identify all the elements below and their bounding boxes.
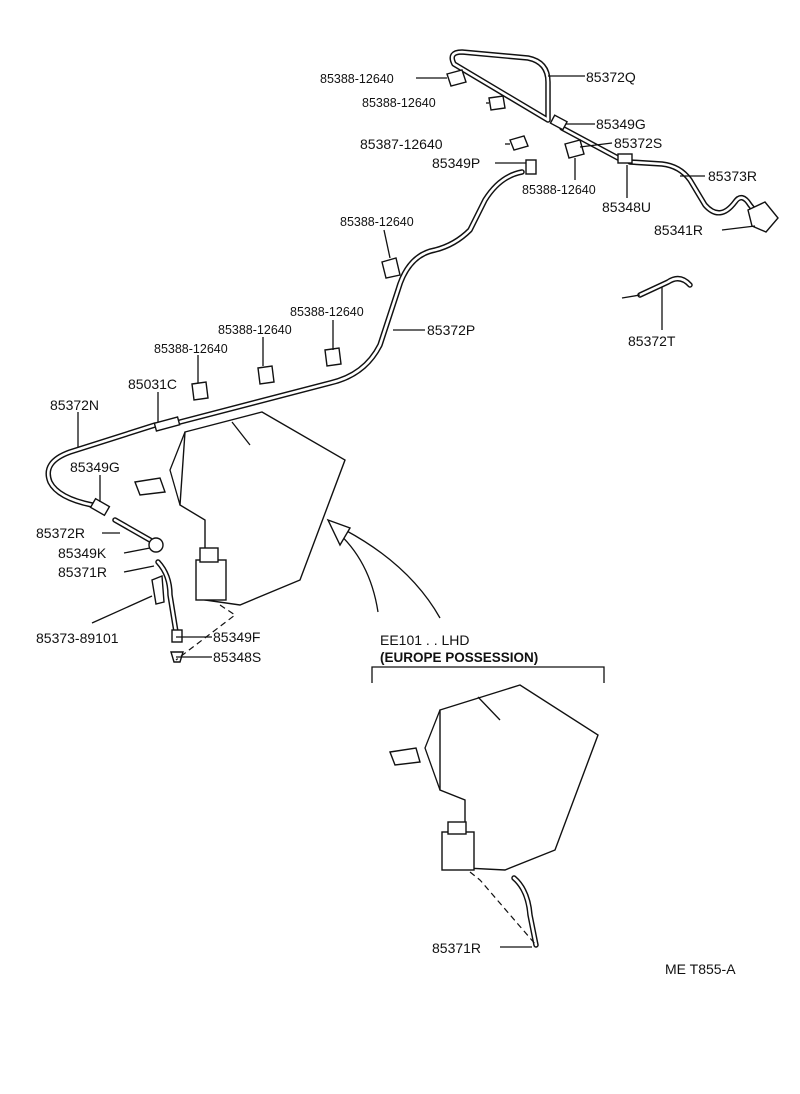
label-clip-3: 85388-12640 (522, 183, 596, 197)
label-85372R: 85372R (36, 525, 85, 541)
hose-85373R (627, 159, 761, 218)
label-85348S: 85348S (213, 649, 261, 665)
hose-85371R (155, 559, 179, 635)
variant-bracket (371, 666, 605, 683)
label-variant-model: EE101 . . LHD (380, 632, 470, 648)
label-85372N: 85372N (50, 397, 99, 413)
hose-85372P (177, 169, 525, 425)
joint-85349K (148, 537, 164, 553)
clip-85388-center (564, 139, 585, 159)
label-85349K: 85349K (58, 545, 107, 561)
joint-85349F (171, 629, 183, 643)
label-85372P: 85372P (427, 322, 475, 338)
label-85341R: 85341R (654, 222, 703, 238)
label-85371R: 85371R (58, 564, 107, 580)
clip-85387 (509, 135, 529, 151)
label-85372Q: 85372Q (586, 69, 636, 85)
hose-85372S (559, 125, 621, 161)
joint-85349G-left (89, 497, 111, 517)
bracket-85373-89101 (151, 574, 165, 605)
clip-85388-left-2 (257, 365, 275, 385)
hose-85371R-variant (511, 875, 539, 948)
detail-arrow (326, 518, 441, 619)
label-85373-89101: 85373-89101 (36, 630, 119, 646)
leader-lines (77, 75, 756, 948)
joint-85349P (525, 159, 537, 175)
label-clip-2: 85388-12640 (362, 96, 436, 110)
drawing-code: ME T855-A (665, 961, 736, 977)
label-85349G-left: 85349G (70, 459, 120, 475)
label-clip-1: 85388-12640 (320, 72, 394, 86)
nozzle-85341R (747, 201, 779, 233)
label-85031C: 85031C (128, 376, 177, 392)
hose-85372N (45, 422, 158, 508)
clip-85388-left-3 (324, 347, 342, 367)
label-variant-market: (EUROPE POSSESSION) (380, 650, 538, 665)
label-clip-4: 85388-12640 (340, 215, 414, 229)
washer-tank-variant (389, 684, 599, 946)
label-85373R: 85373R (708, 168, 757, 184)
label-85349G-top: 85349G (596, 116, 646, 132)
clip-85388-left-1 (191, 381, 209, 401)
label-85387-12640: 85387-12640 (360, 136, 443, 152)
label-clip-6: 85388-12640 (218, 323, 292, 337)
washer-tank-main (134, 411, 346, 661)
joint-85349G-top (549, 114, 569, 131)
label-85349F: 85349F (213, 629, 260, 645)
label-clip-5: 85388-12640 (290, 305, 364, 319)
label-85371R-variant: 85371R (432, 940, 481, 956)
clip-85388-mid (381, 257, 401, 279)
label-85349P: 85349P (432, 155, 480, 171)
clip-85388-top-1 (446, 69, 467, 87)
hose-85372Q (449, 49, 551, 123)
clip-85388-top-2 (488, 95, 506, 111)
hose-assembly-85372T (621, 275, 693, 299)
check-valve-85348U (617, 153, 633, 164)
joint-85031C (153, 416, 181, 432)
hose-85372R (112, 517, 153, 543)
label-clip-7: 85388-12640 (154, 342, 228, 356)
label-85372S: 85372S (614, 135, 662, 151)
label-85348U: 85348U (602, 199, 651, 215)
label-85372T: 85372T (628, 333, 676, 349)
